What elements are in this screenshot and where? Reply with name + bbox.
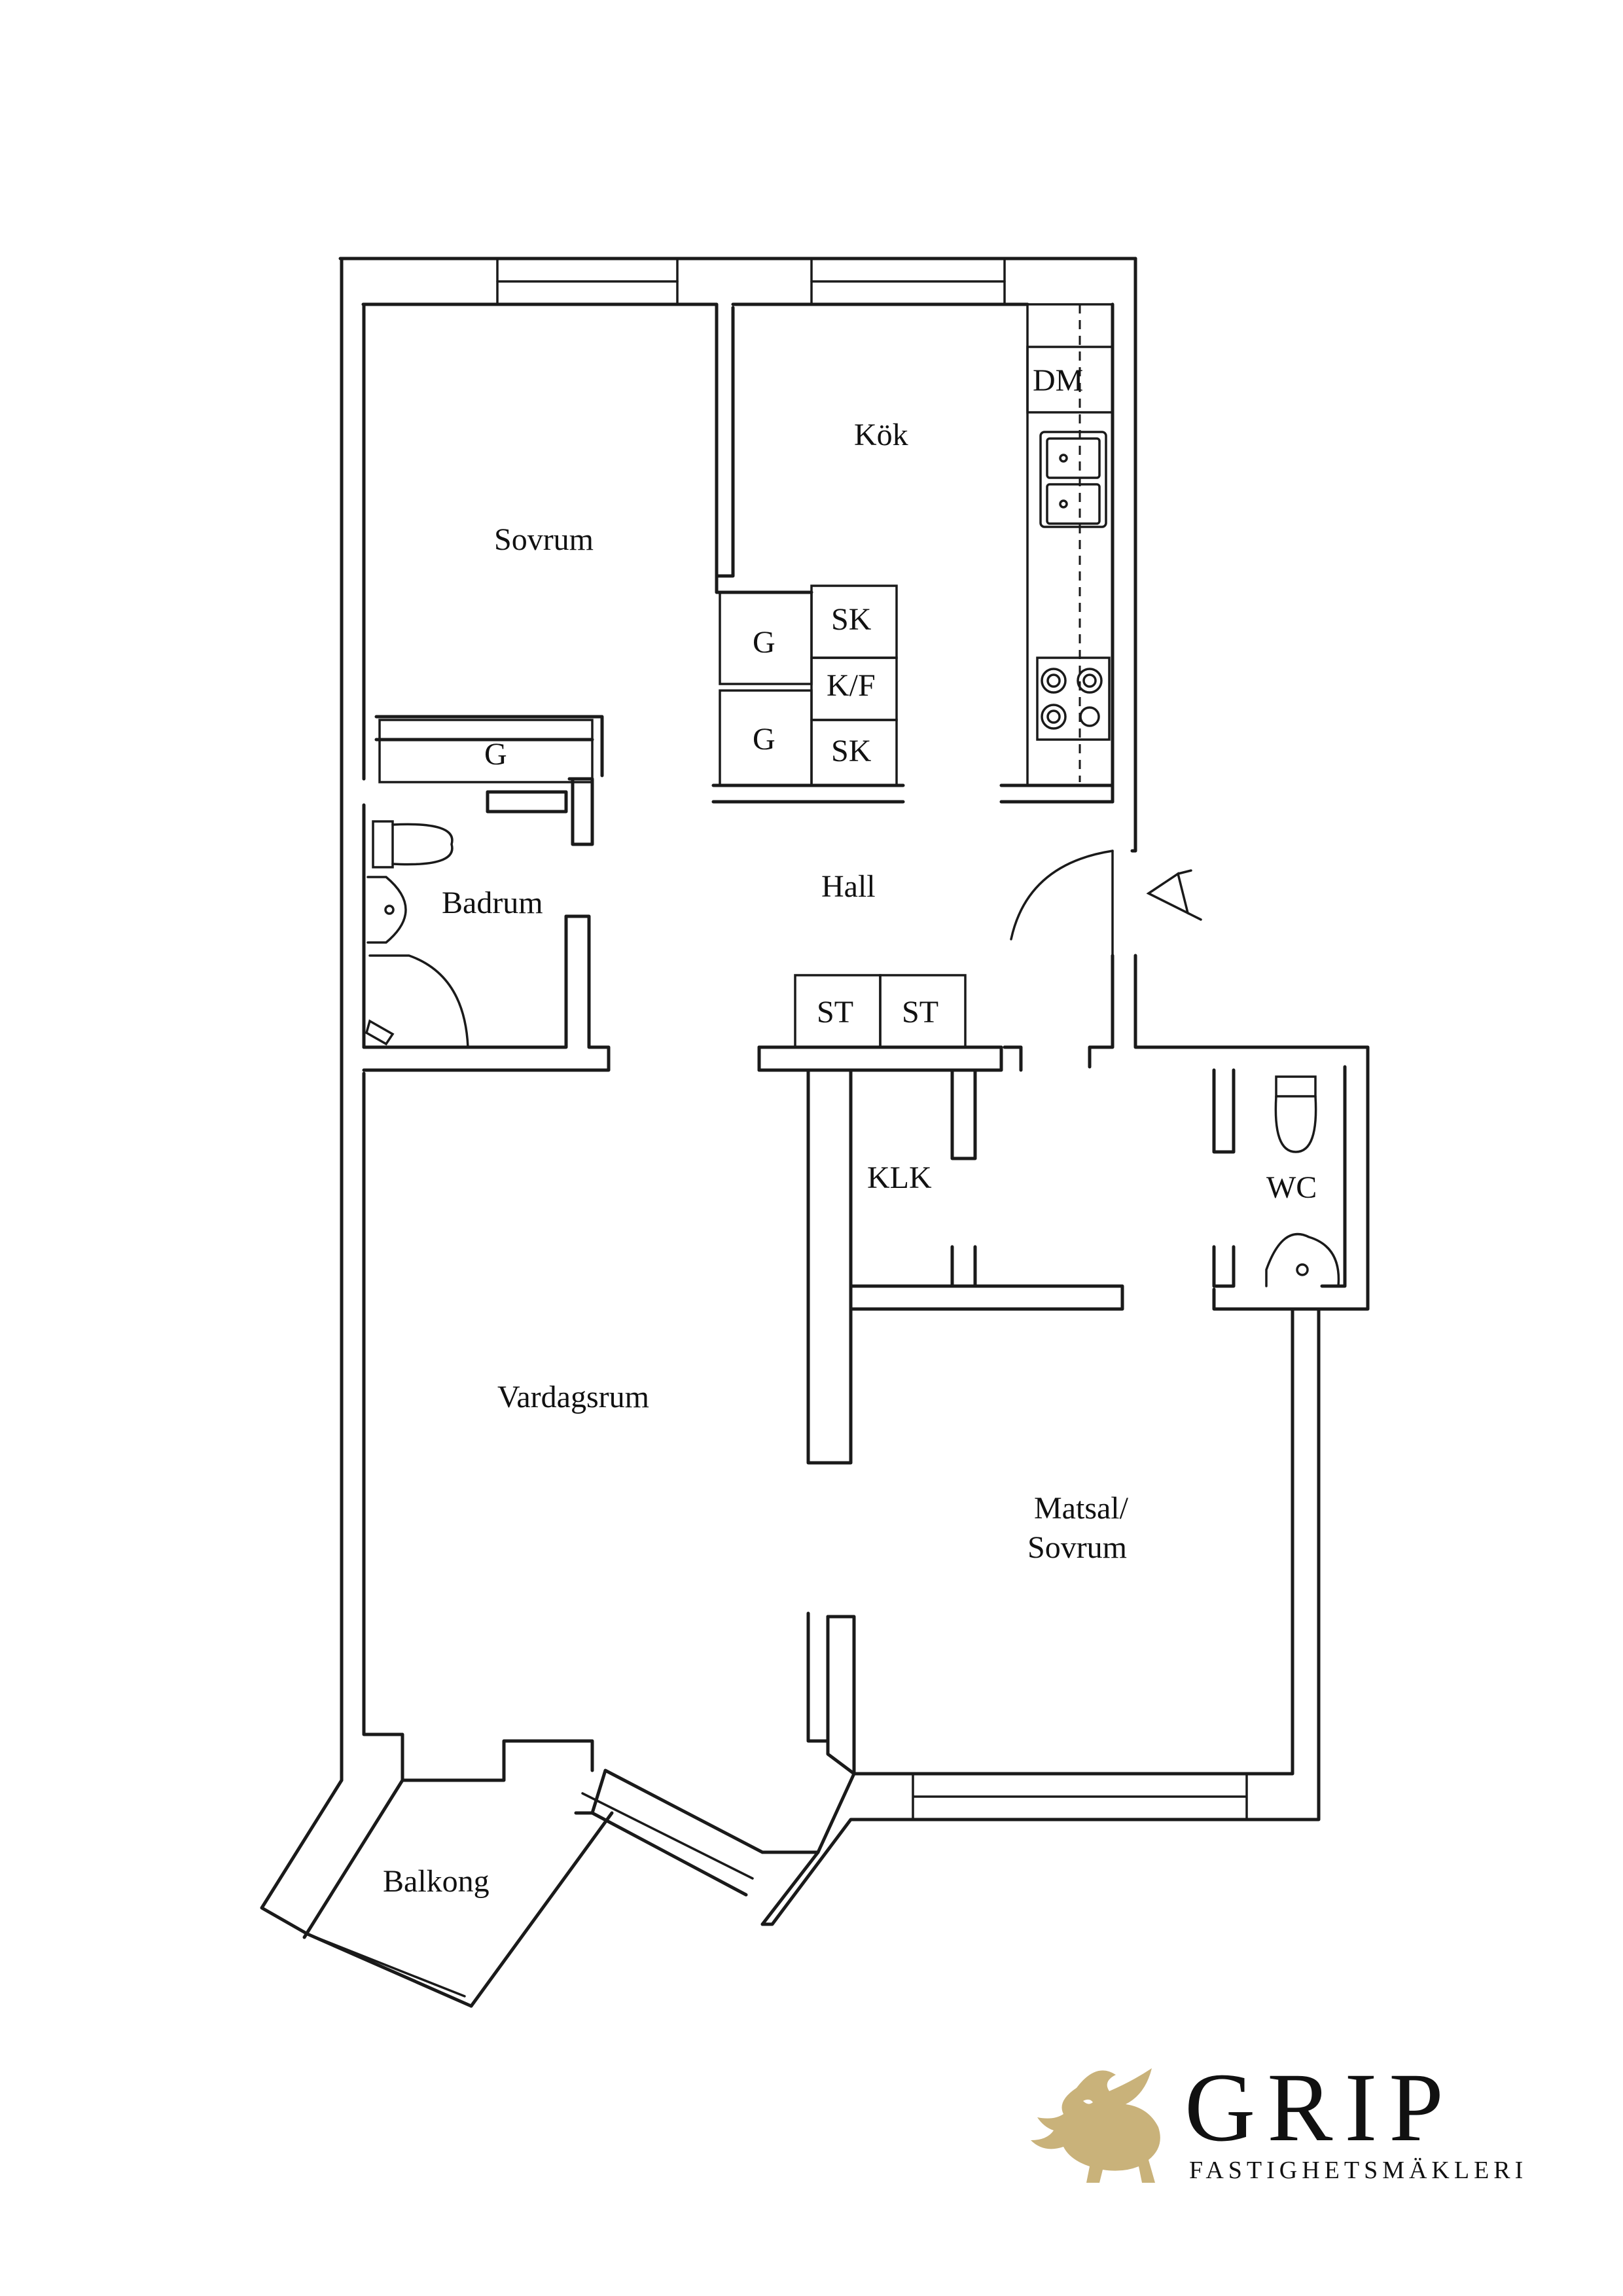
logo-tagline: FASTIGHETSMÄKLERI <box>1189 2157 1527 2184</box>
room-label-balkong: Balkong <box>383 1864 490 1899</box>
entrance-door-icon <box>1010 850 1114 957</box>
wc-toilet-icon <box>1274 1075 1317 1153</box>
stove-icon <box>1036 656 1111 741</box>
washbasin-icon <box>366 876 407 944</box>
fixture-label-g-bedroom: G <box>484 737 507 772</box>
grip-logo: GRIP FASTIGHETSMÄKLERI <box>1031 2062 1527 2184</box>
sink-icon <box>1039 431 1107 528</box>
logo-name: GRIP <box>1185 2062 1455 2162</box>
room-label-vardagsrum: Vardagsrum <box>497 1380 649 1414</box>
room-label-hall: Hall <box>821 869 876 904</box>
fixture-label-dm: DM <box>1033 363 1083 398</box>
wc-washbasin-icon <box>1265 1232 1340 1287</box>
fixture-label-g-upper: G <box>753 625 776 660</box>
fixture-label-g-lower: G <box>753 722 776 757</box>
room-label-wc: WC <box>1266 1170 1317 1205</box>
toilet-icon <box>372 820 454 869</box>
room-label-kok: Kök <box>854 418 908 452</box>
fixture-label-st-right: ST <box>902 995 938 1030</box>
interior-walls <box>362 306 1236 1776</box>
outer-walls <box>260 257 1370 2008</box>
fixture-labels: DM SK K/F SK G G G ST ST <box>484 363 1083 1030</box>
room-label-badrum: Badrum <box>442 886 543 920</box>
fixtures <box>365 303 1340 1287</box>
room-labels: Kök Sovrum Hall Badrum KLK WC Vardagsrum… <box>383 418 1317 1899</box>
fixture-label-kf: K/F <box>827 668 876 703</box>
fixture-label-sk-bottom: SK <box>831 734 872 768</box>
room-label-klk: KLK <box>867 1160 932 1195</box>
room-label-sovrum: Sovrum <box>494 522 594 557</box>
fixture-label-st-left: ST <box>817 995 853 1030</box>
room-label-matsal: Matsal/ <box>1034 1491 1129 1526</box>
entrance-arrow-icon <box>1146 869 1202 921</box>
griffin-icon <box>1031 2068 1160 2183</box>
room-label-matsal-sovrum: Sovrum <box>1027 1530 1127 1565</box>
fixture-label-sk-top: SK <box>831 602 872 637</box>
